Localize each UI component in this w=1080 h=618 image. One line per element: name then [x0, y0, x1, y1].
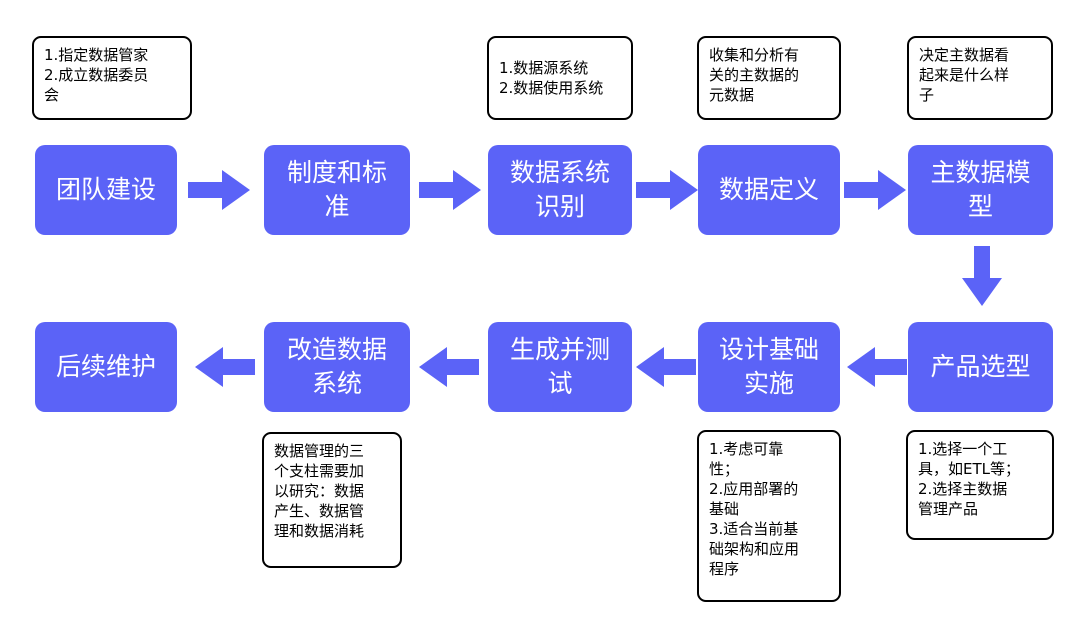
arrow-team-to-policy	[188, 170, 250, 210]
step-policy-label: 制度和标 准	[286, 158, 387, 221]
step-define-label: 数据定义	[718, 175, 819, 204]
step-test-label: 生成并测 试	[509, 335, 610, 398]
note-transform: 数据管理的三 个支柱需要加 以研究：数据 产生、数据管 理和数据消耗	[262, 432, 402, 568]
arrow-model-to-product	[962, 246, 1002, 306]
arrow-policy-to-identify	[419, 170, 481, 210]
arrow-identify-to-define	[636, 170, 698, 210]
note-model: 决定主数据看 起来是什么样 子	[907, 36, 1053, 120]
step-infra: 设计基础 实施	[698, 322, 840, 412]
arrow-define-to-model	[844, 170, 906, 210]
arrow-shape	[844, 170, 906, 210]
arrow-product-to-infra	[847, 347, 907, 387]
arrow-shape	[847, 347, 907, 387]
step-product-label: 产品选型	[930, 352, 1031, 381]
arrow-shape	[636, 347, 696, 387]
step-transform-label: 改造数据 系统	[286, 335, 387, 398]
arrow-shape	[962, 246, 1002, 306]
step-maintain-label: 后续维护	[55, 352, 156, 381]
arrow-shape	[636, 170, 698, 210]
step-transform: 改造数据 系统	[264, 322, 410, 412]
arrow-shape	[419, 347, 479, 387]
arrow-shape	[195, 347, 255, 387]
step-test: 生成并测 试	[488, 322, 632, 412]
step-model-label: 主数据模 型	[930, 158, 1031, 221]
arrow-shape	[188, 170, 250, 210]
arrow-test-to-transform	[419, 347, 479, 387]
note-product: 1.选择一个工 具，如ETL等； 2.选择主数据 管理产品	[906, 430, 1054, 540]
note-identify: 1.数据源系统 2.数据使用系统	[487, 36, 633, 120]
step-policy: 制度和标 准	[264, 145, 410, 235]
step-identify-label: 数据系统 识别	[509, 158, 610, 221]
arrow-shape	[419, 170, 481, 210]
step-team: 团队建设	[35, 145, 177, 235]
step-maintain: 后续维护	[35, 322, 177, 412]
step-identify: 数据系统 识别	[488, 145, 632, 235]
note-infra: 1.考虑可靠 性； 2.应用部署的 基础 3.适合当前基 础架构和应用 程序	[697, 430, 841, 602]
arrow-transform-to-maintain	[195, 347, 255, 387]
step-model: 主数据模 型	[908, 145, 1053, 235]
note-team: 1.指定数据管家 2.成立数据委员 会	[32, 36, 192, 120]
arrow-infra-to-test	[636, 347, 696, 387]
step-define: 数据定义	[698, 145, 840, 235]
step-product: 产品选型	[908, 322, 1053, 412]
step-infra-label: 设计基础 实施	[718, 335, 819, 398]
step-team-label: 团队建设	[55, 175, 156, 204]
note-define: 收集和分析有 关的主数据的 元数据	[697, 36, 841, 120]
